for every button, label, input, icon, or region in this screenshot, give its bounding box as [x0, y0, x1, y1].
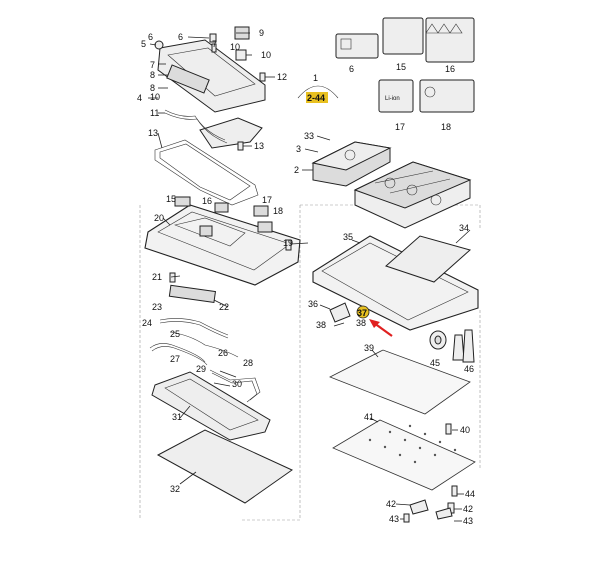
callout-44: 44 [465, 489, 475, 499]
callout-21: 21 [152, 272, 162, 282]
callout-17b: 17 [395, 122, 405, 132]
callout-26: 26 [218, 348, 228, 358]
callout-13: 13 [254, 141, 264, 151]
callout-40: 40 [460, 425, 470, 435]
underbody-panel-32 [156, 429, 293, 504]
callout-16: 16 [202, 196, 212, 206]
callout-46: 46 [464, 364, 474, 374]
insulation-pad-34 [385, 235, 472, 283]
tray-housing [144, 196, 301, 286]
callout-3: 3 [296, 144, 301, 154]
callout-28: 28 [243, 358, 253, 368]
callout-6b: 6 [148, 32, 153, 42]
battery-module-stack [311, 141, 472, 229]
callout-24: 24 [142, 318, 152, 328]
callout-10c: 10 [150, 92, 160, 102]
callout-15: 15 [166, 194, 176, 204]
callout-36: 36 [308, 299, 318, 309]
callout-30: 30 [232, 379, 242, 389]
gasket [154, 139, 259, 206]
highlight-37 [356, 305, 370, 319]
part-14-cap [199, 225, 213, 237]
callout-15b: 15 [396, 62, 406, 72]
callout-31: 31 [172, 412, 182, 422]
callout-42b: 42 [463, 504, 473, 514]
reference-2-44: 2-44 [307, 93, 325, 103]
protection-mat-39 [329, 349, 471, 415]
highlight-arrow [369, 319, 393, 337]
leader-lines [148, 32, 471, 522]
callout-38: 38 [316, 320, 326, 330]
callout-4: 4 [137, 93, 142, 103]
callout-18b: 18 [441, 122, 451, 132]
callout-10b: 10 [261, 50, 271, 60]
callout-39: 39 [364, 343, 374, 353]
reference-badge [306, 92, 328, 103]
label-stickers: Li-ion [335, 17, 475, 113]
control-unit [168, 284, 217, 303]
callout-18: 18 [273, 206, 283, 216]
tape-and-sealant [429, 329, 475, 363]
callout-1: 1 [313, 73, 318, 83]
callout-33: 33 [304, 131, 314, 141]
bracket-36 [329, 302, 351, 323]
callout-7: 7 [212, 39, 217, 49]
wiring-harness [149, 318, 261, 403]
callout-2: 2 [294, 165, 299, 175]
reference-arc [297, 85, 339, 99]
callout-6c: 6 [349, 64, 354, 74]
callout-13b: 13 [148, 128, 158, 138]
callout-34: 34 [459, 223, 469, 233]
callout-38b: 38 [356, 318, 366, 328]
main-battery-tray-35 [312, 235, 479, 331]
callout-29: 29 [196, 364, 206, 374]
callout-5: 5 [141, 39, 146, 49]
callout-42: 42 [386, 499, 396, 509]
callout-35: 35 [343, 232, 353, 242]
callout-19: 19 [283, 238, 293, 248]
callout-27: 27 [170, 354, 180, 364]
callout-45: 45 [430, 358, 440, 368]
callout-numbers: 5 6 7 9 10 10 12 13 4 6 7 8 8 10 11 13 1… [137, 28, 475, 526]
callout-7b: 7 [150, 60, 155, 70]
callout-9: 9 [259, 28, 264, 38]
underbody-guard-41 [332, 419, 476, 491]
callout-16b: 16 [445, 64, 455, 74]
callout-12: 12 [277, 72, 287, 82]
guard-holes [368, 424, 457, 464]
callout-23: 23 [152, 302, 162, 312]
callout-8b: 8 [150, 83, 155, 93]
callout-11: 11 [150, 108, 159, 118]
callout-20: 20 [154, 213, 164, 223]
callout-17: 17 [262, 195, 272, 205]
bolts-right [403, 423, 458, 523]
callout-41: 41 [364, 412, 374, 422]
callout-25: 25 [170, 329, 180, 339]
callout-22: 22 [219, 302, 229, 312]
li-ion-mark: Li-ion [385, 96, 400, 102]
lower-tray-31 [151, 371, 271, 441]
callout-32: 32 [170, 484, 180, 494]
callout-8: 8 [150, 70, 155, 80]
callout-10: 10 [230, 42, 240, 52]
callout-43: 43 [389, 514, 399, 524]
callout-37: 37 [357, 308, 367, 318]
upper-module-cover [157, 39, 266, 149]
callout-43b: 43 [463, 516, 473, 526]
callout-6: 6 [178, 32, 183, 42]
